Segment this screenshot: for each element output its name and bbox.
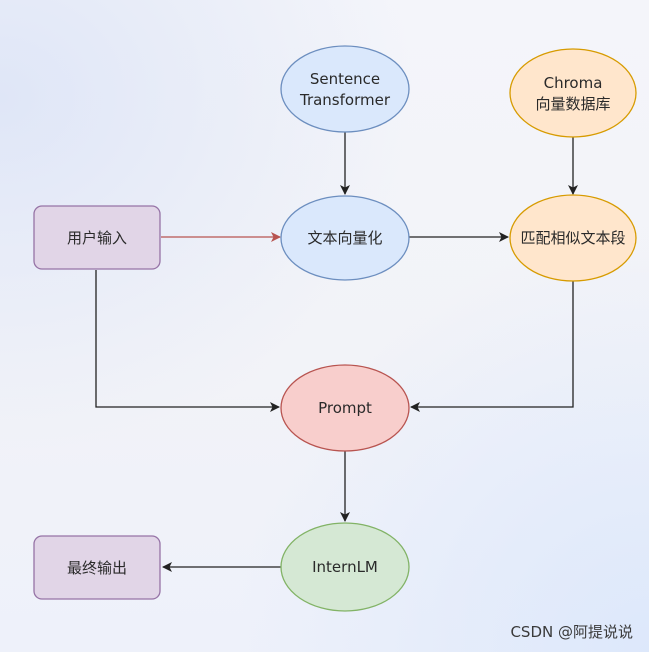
node-sentence-transformer[interactable]: Sentence Transformer [280, 45, 410, 133]
node-user-input-shape [33, 205, 161, 270]
node-text-vectorize-label: 文本向量化 [307, 229, 382, 247]
node-user-input-label: 用户输入 [67, 229, 127, 247]
watermark-text: CSDN @阿提说说 [510, 623, 633, 641]
node-sentence-transformer-label-line2: Transformer [299, 91, 391, 109]
node-chroma-shape [509, 48, 637, 138]
node-final-output-label: 最终输出 [67, 559, 127, 577]
node-sentence-transformer-shape [280, 45, 410, 133]
node-internlm-shape [280, 522, 410, 612]
node-text-vectorize[interactable]: 文本向量化 [280, 195, 410, 281]
node-prompt-label: Prompt [318, 399, 372, 417]
edge-match-similar-to-prompt [410, 281, 574, 412]
node-match-similar-label: 匹配相似文本段 [520, 229, 625, 247]
node-match-similar-shape [509, 194, 637, 282]
node-internlm-label: InternLM [312, 558, 378, 576]
node-internlm[interactable]: InternLM [280, 522, 410, 612]
node-text-vectorize-shape [280, 195, 410, 281]
node-user-input[interactable]: 用户输入 [33, 205, 161, 270]
node-match-similar[interactable]: 匹配相似文本段 [509, 194, 637, 282]
node-chroma-label-line1: Chroma [544, 74, 603, 92]
node-chroma[interactable]: Chroma 向量数据库 [509, 48, 637, 138]
edge-user-input-to-prompt [95, 270, 280, 412]
node-sentence-transformer-label-line1: Sentence [310, 70, 380, 88]
node-prompt[interactable]: Prompt [280, 364, 410, 452]
node-final-output[interactable]: 最终输出 [33, 535, 161, 600]
node-prompt-shape [280, 364, 410, 452]
node-final-output-shape [33, 535, 161, 600]
node-chroma-label-line2: 向量数据库 [535, 95, 610, 113]
